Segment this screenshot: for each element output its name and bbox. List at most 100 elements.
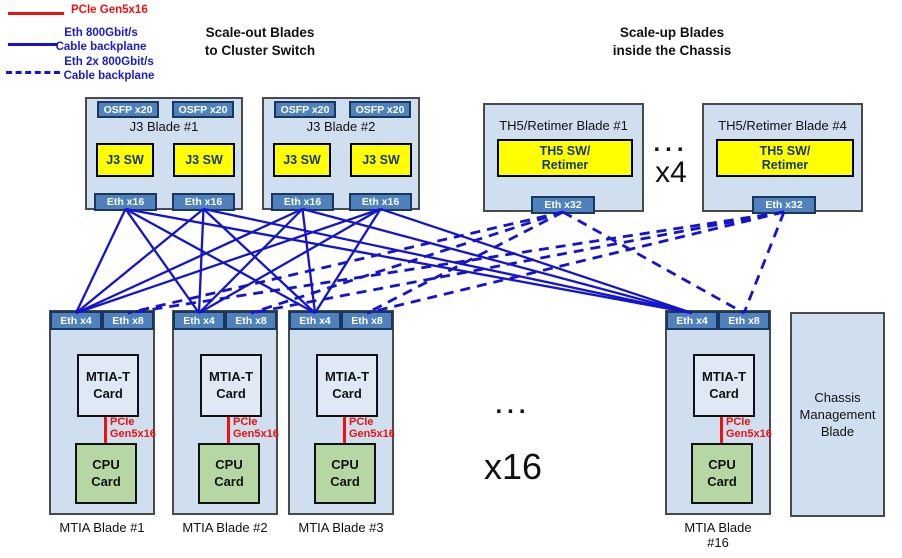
card-mtia-t: MTIA-T Card <box>200 354 262 417</box>
card-cpu-line1: CPU <box>92 457 120 473</box>
blade-label: MTIA Blade #3 <box>271 520 411 536</box>
card-cpu-line1: CPU <box>708 457 736 473</box>
chassis-blade-label: Chassis Management Blade <box>792 390 883 441</box>
blade-mtia-16: Eth x4 Eth x8 MTIA-T Card PCIe Gen5x16 C… <box>665 310 772 550</box>
port-eth-x16: Eth x16 <box>349 193 412 211</box>
chassis-label-line3: Blade <box>820 423 855 439</box>
card-cpu-line2: Card <box>91 473 121 489</box>
card-cpu: CPU Card <box>198 443 260 504</box>
blade-label-line1: MTIA Blade #3 <box>298 520 384 535</box>
card-mtia-t-line2: Card <box>332 385 362 401</box>
chip-th5-sw-line2: Retimer <box>541 158 589 172</box>
card-mtia-t: MTIA-T Card <box>693 354 755 417</box>
legend-label-eth2x800-line2: Cable backplane <box>63 70 155 83</box>
pcie-label-line2: Gen5x16 <box>349 428 395 441</box>
legend-label-eth800-line2: Cable backplane <box>55 41 147 54</box>
card-mtia-t: MTIA-T Card <box>77 354 139 417</box>
card-mtia-t-line1: MTIA-T <box>701 369 747 385</box>
chassis-label-line1: Chassis <box>814 390 861 405</box>
pcie-label-line1: PCIe <box>233 416 258 428</box>
th5-count-x4: x4 <box>655 156 687 189</box>
scale-up-line2: inside the Chassis <box>612 42 732 58</box>
port-eth-x32: Eth x32 <box>752 196 816 214</box>
pcie-label-line2: Gen5x16 <box>233 428 279 441</box>
card-cpu-line1: CPU <box>331 457 359 473</box>
port-eth-x4: Eth x4 <box>50 311 102 330</box>
chip-th5-sw-line1: TH5 SW/ <box>539 143 591 158</box>
port-osfp-x20: OSFP x20 <box>172 101 234 118</box>
card-cpu: CPU Card <box>691 443 753 504</box>
legend-swatch-pcie <box>8 12 64 15</box>
blade-title: J3 Blade #1 <box>129 119 199 134</box>
pcie-label-line1: PCIe <box>349 416 374 428</box>
pcie-link <box>343 417 346 445</box>
blade-label-line1: MTIA Blade #2 <box>182 520 268 535</box>
mtia-port-row: Eth x4 Eth x8 <box>50 311 154 330</box>
legend-label-eth800: Eth 800Gbit/s Cable backplane <box>44 26 158 54</box>
port-eth-x4: Eth x4 <box>666 311 718 330</box>
port-osfp-x20: OSFP x20 <box>349 101 411 118</box>
card-cpu: CPU Card <box>75 443 137 504</box>
card-cpu-line2: Card <box>214 473 244 489</box>
port-eth-x8: Eth x8 <box>341 311 393 330</box>
legend-swatch-eth2x800 <box>6 71 60 74</box>
section-title-scale-out: Scale-out Blades to Cluster Switch <box>175 24 345 60</box>
port-eth-x16: Eth x16 <box>94 193 157 211</box>
mtia-ellipsis: ... <box>495 392 531 419</box>
legend-label-eth2x800-line1: Eth 2x 800Gbit/s <box>64 56 154 68</box>
chip-th5-sw: TH5 SW/ Retimer <box>497 139 633 177</box>
blade-label: MTIA Blade #16 <box>648 520 788 551</box>
chip-th5-sw: TH5 SW/ Retimer <box>716 139 854 177</box>
pcie-link-label: PCIe Gen5x16 <box>726 416 772 441</box>
port-eth-x4: Eth x4 <box>289 311 341 330</box>
pcie-link <box>104 417 107 445</box>
pcie-label-line2: Gen5x16 <box>726 428 772 441</box>
scale-out-line1: Scale-out Blades <box>205 25 315 40</box>
chip-j3-sw: J3 SW <box>350 143 412 177</box>
port-eth-x8: Eth x8 <box>102 311 154 330</box>
card-cpu-line2: Card <box>330 473 360 489</box>
pcie-link <box>227 417 230 445</box>
blade-mtia-2: Eth x4 Eth x8 MTIA-T Card PCIe Gen5x16 C… <box>172 310 279 535</box>
blade-j3-2: OSFP x20 OSFP x20 J3 Blade #2 J3 SW J3 S… <box>262 97 420 211</box>
chip-j3-sw: J3 SW <box>173 143 235 177</box>
chip-j3-sw: J3 SW <box>96 143 154 177</box>
card-mtia-t-line1: MTIA-T <box>324 369 370 385</box>
mtia-count-x16: x16 <box>483 446 543 487</box>
port-eth-x16: Eth x16 <box>172 193 235 211</box>
legend-label-eth800-line1: Eth 800Gbit/s <box>64 27 138 39</box>
card-mtia-t-line2: Card <box>709 385 739 401</box>
blade-title: TH5/Retimer Blade #1 <box>499 118 628 133</box>
mtia-port-row: Eth x4 Eth x8 <box>173 311 277 330</box>
legend-label-eth2x800: Eth 2x 800Gbit/s Cable backplane <box>50 55 168 83</box>
port-eth-x16: Eth x16 <box>271 193 334 211</box>
card-cpu: CPU Card <box>314 443 376 504</box>
card-mtia-t-line1: MTIA-T <box>208 369 254 385</box>
card-mtia-t: MTIA-T Card <box>316 354 378 417</box>
port-eth-x4: Eth x4 <box>173 311 225 330</box>
blade-mtia-1: Eth x4 Eth x8 MTIA-T Card PCIe Gen5x16 C… <box>49 310 156 535</box>
blade-label-line1: MTIA Blade #1 <box>59 520 145 535</box>
mtia-port-row: Eth x4 Eth x8 <box>666 311 770 330</box>
blade-mtia-3: Eth x4 Eth x8 MTIA-T Card PCIe Gen5x16 C… <box>288 310 395 535</box>
pcie-label-line1: PCIe <box>726 416 751 428</box>
blade-th5-4: TH5/Retimer Blade #4 TH5 SW/ Retimer Eth… <box>702 103 863 214</box>
pcie-label-line1: PCIe <box>110 416 135 428</box>
section-title-scale-up: Scale-up Blades inside the Chassis <box>586 24 758 60</box>
blade-label: MTIA Blade #2 <box>155 520 295 536</box>
legend-swatch-eth800 <box>8 43 58 46</box>
th5-ellipsis: ... <box>653 130 689 157</box>
card-mtia-t-line1: MTIA-T <box>85 369 131 385</box>
legend-label-pcie: PCIe Gen5x16 <box>71 4 148 16</box>
blade-title: J3 Blade #2 <box>306 119 376 134</box>
pcie-label-line2: Gen5x16 <box>110 428 156 441</box>
card-cpu-line1: CPU <box>215 457 243 473</box>
card-mtia-t-line2: Card <box>93 385 123 401</box>
blade-title: TH5/Retimer Blade #4 <box>718 118 847 133</box>
pcie-link-label: PCIe Gen5x16 <box>110 416 156 441</box>
scale-out-line2: to Cluster Switch <box>204 42 316 58</box>
pcie-link-label: PCIe Gen5x16 <box>233 416 279 441</box>
pcie-link-label: PCIe Gen5x16 <box>349 416 395 441</box>
blade-j3-1: OSFP x20 OSFP x20 J3 Blade #1 J3 SW J3 S… <box>85 97 243 211</box>
